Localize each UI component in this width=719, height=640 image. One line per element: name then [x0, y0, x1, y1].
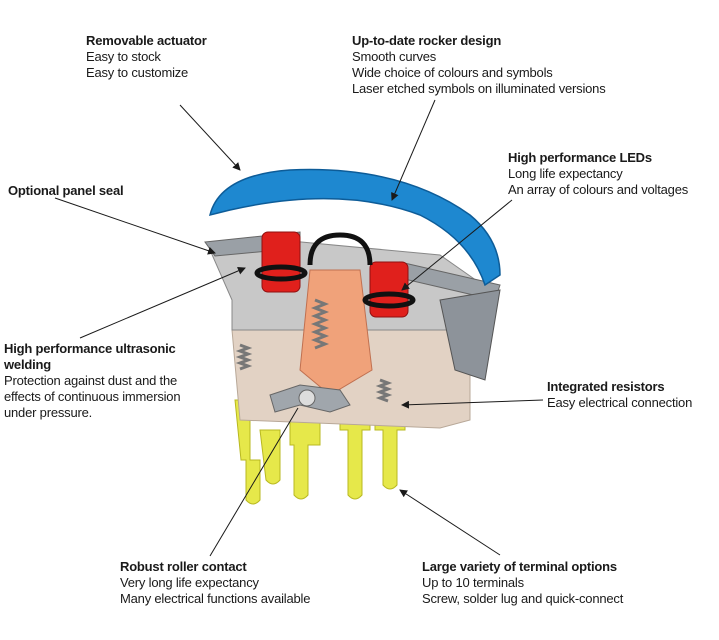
callout-line: Protection against dust and the [4, 373, 178, 388]
callout-leds: High performance LEDs Long life expectan… [508, 150, 688, 198]
callout-title: Removable actuator [86, 33, 207, 48]
callout-line: Wide choice of colours and symbols [352, 65, 553, 80]
callout-ultrasonic-welding: High performance ultrasonic welding Prot… [4, 341, 181, 421]
callout-title: Up-to-date rocker design [352, 33, 502, 48]
callout-line: under pressure. [4, 405, 93, 420]
callout-title: Large variety of terminal options [422, 559, 617, 574]
callout-title: welding [4, 357, 51, 372]
callout-line: Laser etched symbols on illuminated vers… [352, 81, 606, 96]
callout-panel-seal: Optional panel seal [8, 183, 124, 199]
callout-roller-contact: Robust roller contact Very long life exp… [120, 559, 310, 607]
callout-title: High performance LEDs [508, 150, 652, 165]
callout-line: effects of continuous immersion [4, 389, 181, 404]
rocker-actuator [208, 168, 501, 287]
callout-line: Easy to customize [86, 65, 189, 80]
callout-integrated-resistors: Integrated resistors Easy electrical con… [547, 379, 692, 411]
callout-line: Many electrical functions available [120, 591, 311, 606]
plunger [299, 269, 373, 396]
callout-line: Long life expectancy [508, 166, 623, 181]
callout-line: Easy electrical connection [547, 395, 693, 410]
callout-removable-actuator: Removable actuator Easy to stock Easy to… [86, 33, 207, 81]
callout-title: High performance ultrasonic [4, 341, 176, 356]
callout-line: Screw, solder lug and quick-connect [422, 591, 624, 606]
callout-line: Very long life expectancy [120, 575, 259, 590]
callout-line: Easy to stock [86, 49, 161, 64]
callout-title: Optional panel seal [8, 183, 124, 198]
callout-line: Up to 10 terminals [422, 575, 524, 590]
callout-terminal-options: Large variety of terminal options Up to … [422, 559, 623, 607]
callout-line: Smooth curves [352, 49, 437, 64]
callout-line: An array of colours and voltages [508, 182, 689, 197]
callout-title: Integrated resistors [547, 379, 665, 394]
callout-rocker-design: Up-to-date rocker design Smooth curves W… [352, 33, 606, 97]
terminals [234, 399, 406, 505]
callout-title: Robust roller contact [120, 559, 247, 574]
